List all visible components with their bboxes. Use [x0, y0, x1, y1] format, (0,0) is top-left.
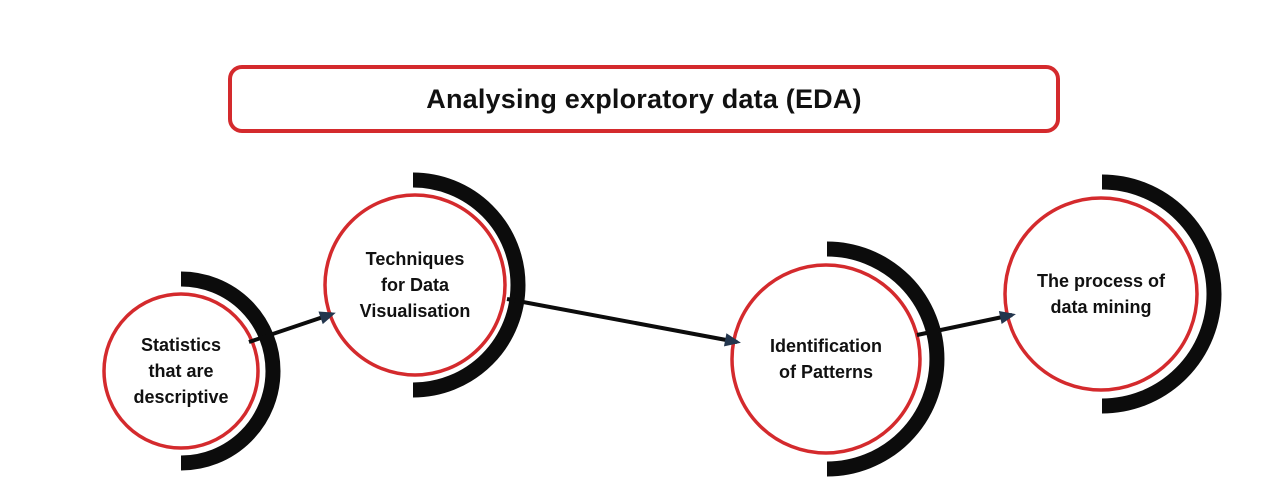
- connector-arrow-1: [248, 311, 336, 344]
- title-box: Analysing exploratory data (EDA): [228, 65, 1060, 133]
- node-label-mining: The process of data mining: [1036, 271, 1166, 317]
- node-label-patterns: Identification of Patterns: [770, 336, 882, 382]
- connector-arrow-2: [506, 297, 741, 347]
- connector-arrow-3: [916, 310, 1016, 337]
- node-label-visualisation: Techniques for Data Visualisation: [359, 249, 471, 321]
- node-label-statistics: Statistics that are descriptive: [133, 335, 229, 407]
- page-title: Analysing exploratory data (EDA): [426, 83, 862, 114]
